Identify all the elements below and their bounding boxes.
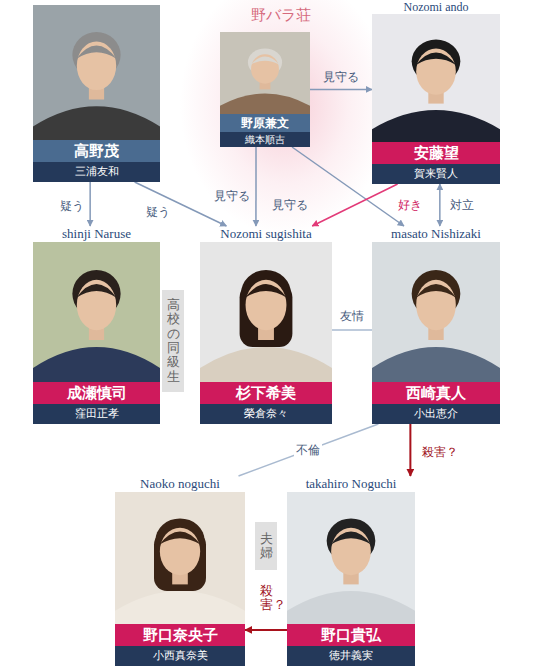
portrait-photo [220, 32, 310, 114]
character-name: 成瀬慎司 [33, 382, 160, 404]
photo-face [331, 528, 371, 576]
character-name: 杉下希美 [200, 382, 332, 404]
relation-label: 見守る [321, 70, 361, 84]
character-card: 野原兼文織本順吉 [220, 32, 310, 147]
photo-background [287, 492, 415, 624]
photo-background [220, 32, 310, 114]
relation-label: 殺害？ [260, 584, 273, 613]
character-name: 西崎真人 [372, 382, 500, 404]
relation-label: 疑う [58, 199, 86, 213]
relation-label: 疑う [144, 205, 172, 219]
relation-label: 不倫 [294, 443, 322, 457]
relation-text: 高校の同級生 [167, 298, 180, 384]
actor-name: 小出恵介 [372, 404, 500, 424]
relation-text: 夫婦 [260, 532, 273, 561]
portrait-photo [115, 492, 245, 624]
relation-label: 好き [396, 198, 424, 212]
photo-shoulders [33, 106, 160, 140]
photo-background [372, 242, 500, 382]
character-name: 野口貴弘 [287, 624, 415, 646]
relation-arrow [312, 184, 397, 226]
relation-arrow [255, 147, 257, 226]
relation-arrow [239, 424, 379, 476]
photo-shoulders [372, 347, 500, 382]
photo-background [33, 5, 160, 140]
photo-fringe [76, 284, 117, 298]
character-card: Naoko noguchi 野口奈央子小西真奈美 [115, 476, 245, 666]
relation-arrow [135, 182, 227, 226]
portrait-photo [33, 242, 160, 382]
character-card: takahiro Noguchi 野口貴弘徳井義実 [287, 476, 415, 666]
photo-background [372, 14, 500, 142]
portrait-photo [33, 5, 160, 140]
photo-face [416, 49, 456, 95]
photo-shoulders [115, 591, 245, 624]
photo-face [77, 41, 116, 90]
relation-label: 殺害？ [420, 445, 460, 459]
actor-name: 賀来賢人 [372, 164, 500, 184]
photo-shoulders [220, 94, 310, 115]
photo-fringe [159, 532, 201, 545]
photo-background [200, 242, 332, 382]
portrait-photo [372, 14, 500, 142]
photo-shoulders [33, 347, 160, 382]
photo-fringe [416, 284, 457, 298]
character-card: 高野茂三浦友和 [33, 5, 160, 182]
photo-fringe [76, 46, 117, 60]
actor-name: 榮倉奈々 [200, 404, 332, 424]
photo-shoulders [287, 591, 415, 624]
relation-arrow [310, 89, 372, 91]
portrait-photo [287, 492, 415, 624]
character-card: masato Nishizaki 西崎真人小出恵介 [372, 226, 500, 424]
photo-face [251, 54, 279, 84]
actor-name: 織本順吉 [220, 132, 310, 147]
photo-shoulders [200, 347, 332, 382]
photo-fringe [416, 52, 457, 65]
photo-fringe [331, 532, 372, 545]
relation-label: 友情 [338, 309, 366, 323]
photo-face [416, 280, 456, 330]
relation-label: 見守る [212, 189, 252, 203]
photo-background [33, 242, 160, 382]
photo-shoulders [372, 110, 500, 142]
character-name: 安藤望 [372, 142, 500, 164]
relation-arrow [89, 182, 91, 226]
character-card: Nozomi ando 安藤望賀来賢人 [372, 0, 500, 184]
romanized-name: masato Nishizaki [372, 226, 500, 242]
character-name: 野原兼文 [220, 114, 310, 132]
portrait-photo [200, 242, 332, 382]
character-name: 高野茂 [33, 140, 160, 162]
relation-arrow [332, 329, 372, 331]
actor-name: 小西真奈美 [115, 646, 245, 666]
romanized-name: Nozomi ando [372, 0, 500, 14]
relation-band: 高校の同級生 [162, 290, 184, 392]
photo-face [246, 280, 287, 330]
relation-arrow [245, 629, 287, 631]
photo-face [160, 528, 200, 576]
romanized-name: takahiro Noguchi [287, 476, 415, 492]
relation-arrow [409, 424, 411, 476]
relation-label: 見守る [270, 198, 310, 212]
photo-fringe [251, 57, 280, 65]
actor-name: 三浦友和 [33, 162, 160, 182]
photo-background [115, 492, 245, 624]
photo-face [77, 280, 116, 330]
photo-fringe [245, 284, 287, 298]
portrait-photo [372, 242, 500, 382]
romanized-name: Nozomi sugishita [200, 226, 332, 242]
relation-band: 夫婦 [255, 522, 277, 570]
character-card: Nozomi sugishita 杉下希美榮倉奈々 [200, 226, 332, 424]
location-title: 野バラ荘 [190, 0, 372, 24]
relation-label: 対立 [448, 198, 476, 212]
character-name: 野口奈央子 [115, 624, 245, 646]
romanized-name: shinji Naruse [33, 226, 160, 242]
romanized-name: Naoko noguchi [115, 476, 245, 492]
relation-arrow [439, 184, 441, 226]
character-card: shinji Naruse 成瀬慎司窪田正孝 [33, 226, 160, 424]
actor-name: 窪田正孝 [33, 404, 160, 424]
actor-name: 徳井義実 [287, 646, 415, 666]
